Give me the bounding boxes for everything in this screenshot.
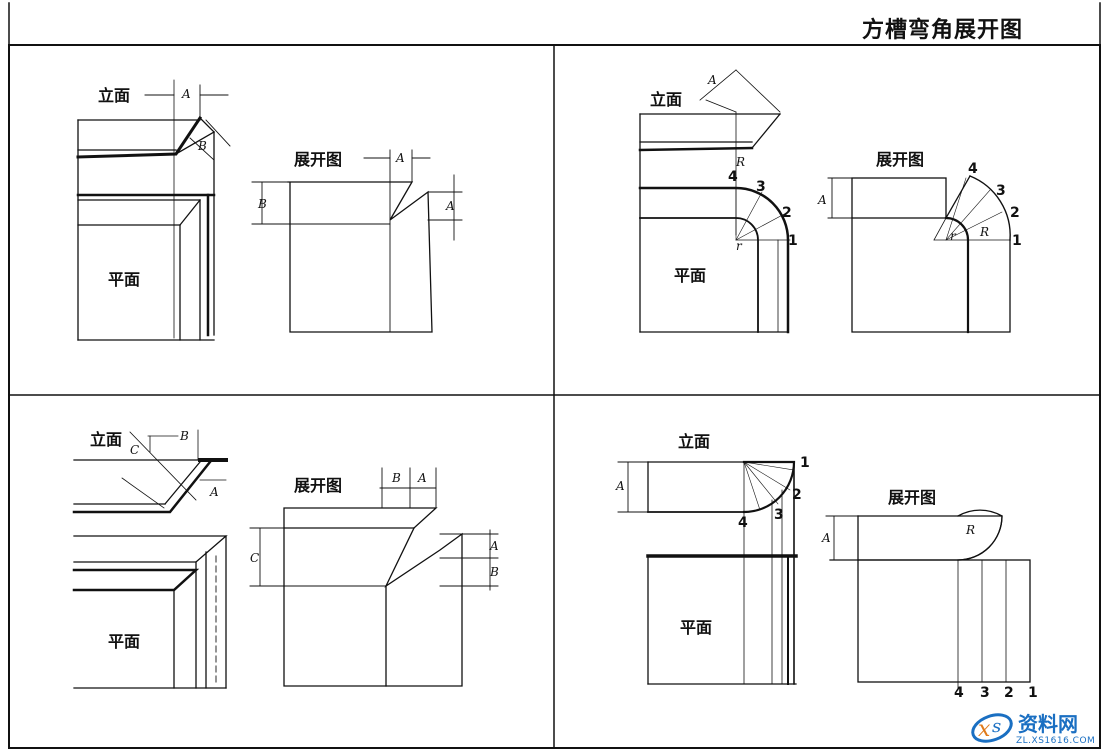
panel2-dev-dim-a: A	[818, 193, 827, 207]
panel2-dev-point-1: 1	[1012, 233, 1022, 249]
panel2-development	[827, 175, 1011, 334]
panel2-point-1: 1	[788, 233, 798, 249]
panel1-development	[251, 149, 463, 333]
svg-text:s: s	[992, 716, 1001, 737]
panel1-elevation-label: 立面	[98, 86, 131, 105]
panel3-dev-dim-b: B	[392, 471, 401, 485]
panel1-dim-a: A	[182, 87, 191, 101]
panel4-bottom-point-2: 2	[1004, 685, 1014, 701]
panel4-dev-dim-a: A	[822, 531, 831, 545]
panel2-point-3: 3	[756, 179, 766, 195]
panel3-dev-dim-a: A	[418, 471, 427, 485]
sheet-frame	[8, 2, 1101, 749]
panel1-dim-b: B	[198, 139, 207, 153]
panel2-dev-point-3: 3	[996, 183, 1006, 199]
panel4-development	[825, 509, 1031, 691]
panel2-point-4: 4	[728, 169, 738, 185]
panel3-dev-dim-b2: B	[490, 565, 499, 579]
panel3-dev-dim-a2: A	[490, 539, 499, 553]
panel4-elevation-view	[617, 460, 796, 514]
panel1-elevation-view	[76, 115, 216, 341]
panel2-plan-view	[638, 186, 791, 334]
panel4-bottom-point-4: 4	[954, 685, 964, 701]
panel2-elevation-view	[638, 69, 781, 333]
panel1-dev-dim-b: B	[258, 197, 267, 211]
panel2-dev-point-2: 2	[1010, 205, 1020, 221]
panel4-dev-dim-r: R	[966, 523, 976, 537]
panel3-plan-view	[72, 535, 228, 689]
panel2-dev-point-4: 4	[968, 161, 978, 177]
panel2-dev-dim-r-big: R	[980, 225, 990, 239]
panel2-dim-r-small: r	[736, 239, 742, 253]
panel1-development-label: 展开图	[294, 150, 343, 169]
panel1-dev-dim-a: A	[396, 151, 405, 165]
watermark: x s 资料网 ZL.XS1616.COM	[966, 700, 1106, 752]
watermark-url: ZL.XS1616.COM	[1016, 736, 1096, 746]
watermark-name: 资料网	[1018, 712, 1078, 736]
panel4-dim-a: A	[616, 479, 625, 493]
panel2-development-label: 展开图	[876, 150, 925, 169]
panel2-point-2: 2	[782, 205, 792, 221]
panel4-elevation-label: 立面	[678, 432, 711, 451]
panel3-elevation-view	[72, 429, 228, 514]
panel1-plan-label: 平面	[108, 270, 141, 289]
panel3-elevation-label: 立面	[90, 430, 123, 449]
panel3-dim-a: A	[210, 485, 219, 499]
page-title: 方槽弯角展开图	[862, 17, 1024, 43]
panel2-plan-label: 平面	[674, 266, 707, 285]
panel2-dim-r-big: R	[736, 155, 746, 169]
panel1-plan-view	[77, 79, 215, 341]
panel4-point-3: 3	[774, 507, 784, 523]
panel2-elevation-label: 立面	[650, 90, 683, 109]
panel3-development-label: 展开图	[294, 476, 343, 495]
panel1-dims	[144, 84, 231, 161]
panel3-dev-dim-c: C	[250, 551, 260, 565]
panel4-plan-view	[646, 461, 798, 685]
panel4-plan-label: 平面	[680, 618, 713, 637]
panel2-dim-a: A	[708, 73, 717, 87]
panel4-point-4: 4	[738, 515, 748, 531]
svg-text:x: x	[978, 717, 991, 742]
panel4-development-label: 展开图	[888, 488, 937, 507]
panel3-dim-c: C	[130, 443, 140, 457]
panel4-point-2: 2	[792, 487, 802, 503]
panel3-plan-label: 平面	[108, 632, 141, 651]
panel3-dim-b: B	[180, 429, 189, 443]
panel1-dev-dim-a2: A	[446, 199, 455, 213]
panel4-bottom-point-3: 3	[980, 685, 990, 701]
panel4-point-1: 1	[800, 455, 810, 471]
panel2-dev-dim-r-small: r	[950, 229, 956, 243]
watermark-logo-icon: x s	[971, 713, 1013, 743]
panel3-development	[249, 467, 499, 687]
panel4-bottom-point-1: 1	[1028, 685, 1038, 701]
